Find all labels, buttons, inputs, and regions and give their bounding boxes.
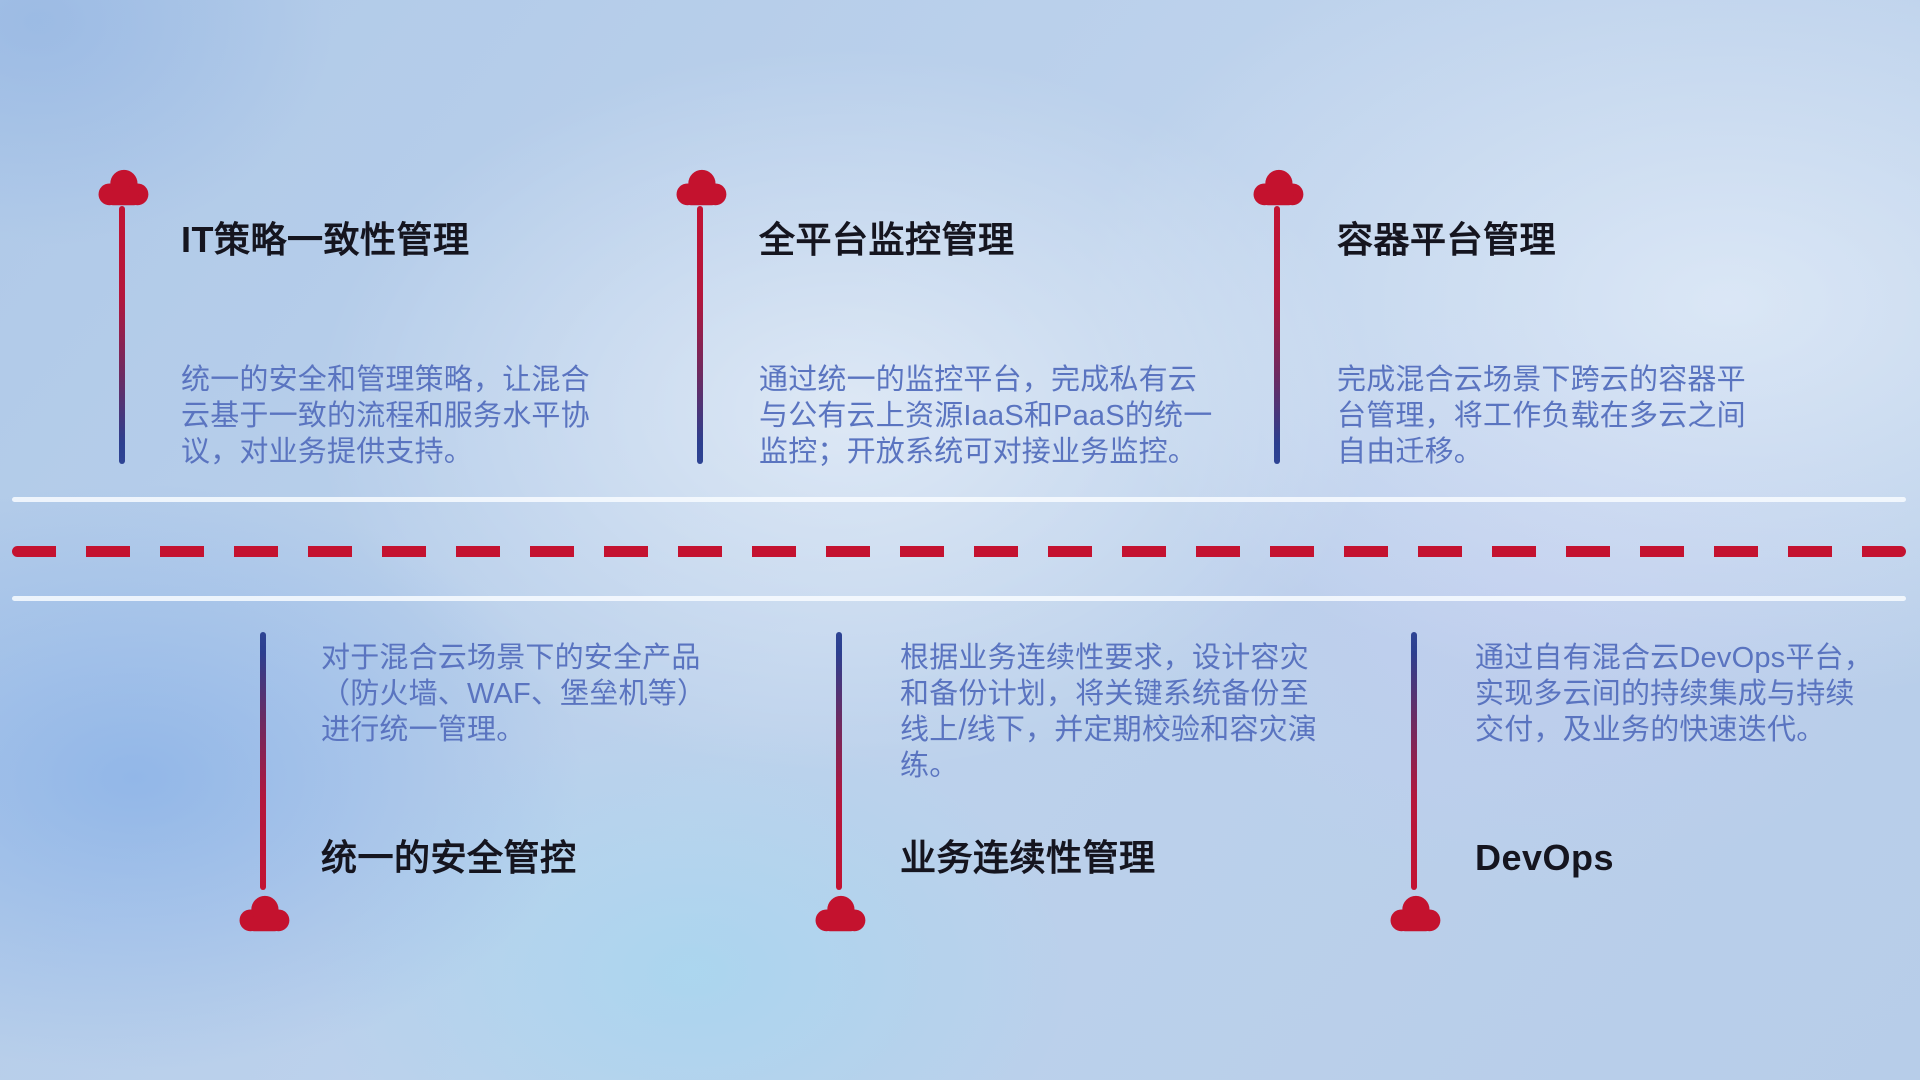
cloud-icon <box>811 894 869 934</box>
feature-desc-continuity: 根据业务连续性要求，设计容灾和备份计划，将关键系统备份至线上/线下，并定期校验和… <box>900 642 1318 782</box>
divider-dashed-red <box>12 546 1906 557</box>
timeline-stem <box>697 206 703 464</box>
divider-solid-bottom <box>12 596 1906 601</box>
divider-solid-top <box>12 497 1906 502</box>
feature-desc-container: 完成混合云场景下跨云的容器平台管理，将工作负载在多云之间自由迁移。 <box>1337 364 1746 468</box>
feature-desc-security: 对于混合云场景下的安全产品（防火墙、WAF、堡垒机等）进行统一管理。 <box>321 642 707 746</box>
cloud-icon <box>94 168 152 208</box>
cloud-icon <box>1386 894 1444 934</box>
timeline-stem <box>119 206 125 464</box>
cloud-icon <box>1249 168 1307 208</box>
timeline-stem <box>1411 632 1417 890</box>
feature-title-security: 统一的安全管控 <box>321 837 577 878</box>
timeline-stem <box>836 632 842 890</box>
feature-title-devops: DevOps <box>1475 837 1615 878</box>
feature-desc-it-policy: 统一的安全和管理策略，让混合云基于一致的流程和服务水平协议，对业务提供支持。 <box>181 364 590 468</box>
feature-title-container: 容器平台管理 <box>1337 219 1557 260</box>
feature-title-it-policy: IT策略一致性管理 <box>181 219 470 260</box>
timeline-stem <box>1274 206 1280 464</box>
feature-desc-devops: 通过自有混合云DevOps平台，实现多云间的持续集成与持续交付，及业务的快速迭代… <box>1475 642 1873 746</box>
cloud-icon <box>235 894 293 934</box>
timeline-stem <box>260 632 266 890</box>
feature-desc-monitoring: 通过统一的监控平台，完成私有云与公有云上资源IaaS和PaaS的统一监控；开放系… <box>759 364 1213 468</box>
cloud-icon <box>672 168 730 208</box>
feature-title-continuity: 业务连续性管理 <box>900 837 1156 878</box>
feature-title-monitoring: 全平台监控管理 <box>759 219 1015 260</box>
